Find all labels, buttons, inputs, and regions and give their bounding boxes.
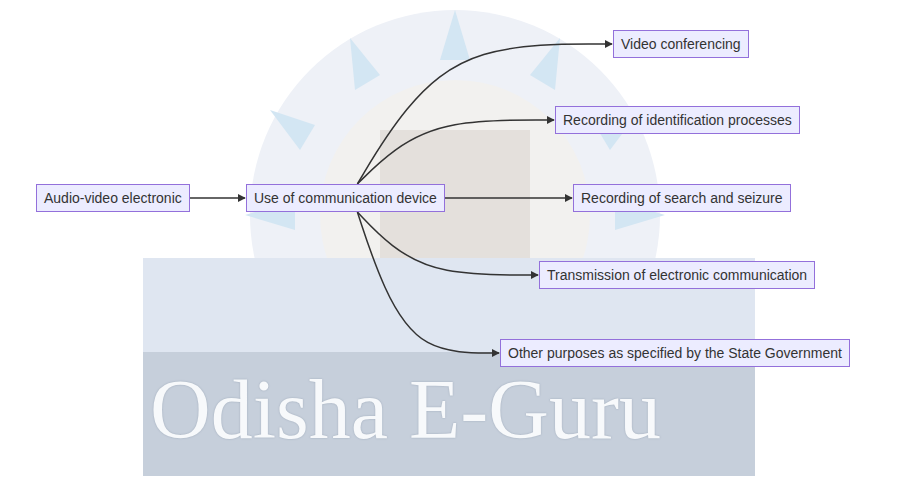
process-box: Use of communication device (246, 184, 445, 212)
process-box: Video conferencing (613, 30, 749, 58)
box-label: Recording of search and seizure (581, 190, 783, 206)
box-label: Audio-video electronic (44, 190, 182, 206)
process-box: Audio-video electronic (36, 184, 190, 212)
arrow-connector (190, 197, 245, 199)
box-label: Use of communication device (254, 190, 437, 206)
box-label: Video conferencing (621, 36, 741, 52)
box-label: Recording of identification processes (563, 112, 792, 128)
arrow-connector (445, 197, 572, 199)
arrow-connector (357, 212, 499, 353)
process-box: Transmission of electronic communication (539, 261, 815, 289)
box-label: Other purposes as specified by the State… (508, 345, 842, 361)
process-box: Other purposes as specified by the State… (500, 339, 850, 367)
watermark-band (143, 352, 755, 476)
arrow-connector (357, 212, 538, 275)
process-box: Recording of identification processes (555, 106, 800, 134)
process-box: Recording of search and seizure (573, 184, 791, 212)
arrow-connector (357, 120, 554, 184)
box-label: Transmission of electronic communication (547, 267, 807, 283)
watermark-text: Odisha E-Guru (150, 362, 661, 458)
